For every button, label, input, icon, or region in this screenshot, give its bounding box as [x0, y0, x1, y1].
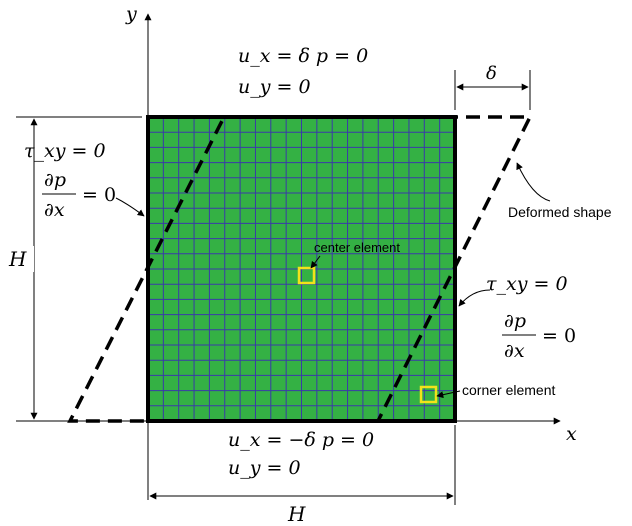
- right-bc-dp-rhs: = 0: [542, 325, 576, 347]
- center-element-marker: [297, 266, 316, 285]
- left-bc-dp-rhs: = 0: [82, 184, 116, 206]
- y-axis-label: y: [125, 3, 137, 25]
- center-element-pointer: [310, 255, 321, 269]
- right-bc-tau: τ_xy = 0: [486, 273, 568, 295]
- deformed-shape-pointer: [516, 162, 551, 202]
- width-label: H: [287, 502, 306, 526]
- top-bc-line2: u_y = 0: [238, 76, 311, 98]
- right-bc-pointer: [458, 289, 491, 307]
- right-bc-dp-num: ∂p: [504, 310, 526, 332]
- left-bc-pointer: [115, 197, 145, 217]
- x-axis-label: x: [566, 423, 577, 445]
- bottom-bc-line1: u_x = −δ p = 0: [228, 429, 374, 451]
- center-element-label: center element: [314, 240, 400, 255]
- delta-label: δ: [486, 63, 497, 84]
- bottom-bc-line2: u_y = 0: [228, 457, 301, 479]
- left-bc-dp-den: ∂x: [44, 199, 65, 221]
- corner-element-pointer: [436, 390, 461, 399]
- corner-element-marker: [419, 385, 438, 404]
- corner-element-label: corner element: [462, 382, 555, 398]
- top-bc-line1: u_x = δ p = 0: [238, 45, 368, 67]
- deformed-shape-label: Deformed shape: [508, 204, 612, 220]
- left-bc-tau: τ_xy = 0: [24, 140, 106, 162]
- right-bc-dp-den: ∂x: [504, 340, 525, 362]
- left-bc-dp-num: ∂p: [44, 169, 66, 191]
- height-label: H: [8, 247, 27, 271]
